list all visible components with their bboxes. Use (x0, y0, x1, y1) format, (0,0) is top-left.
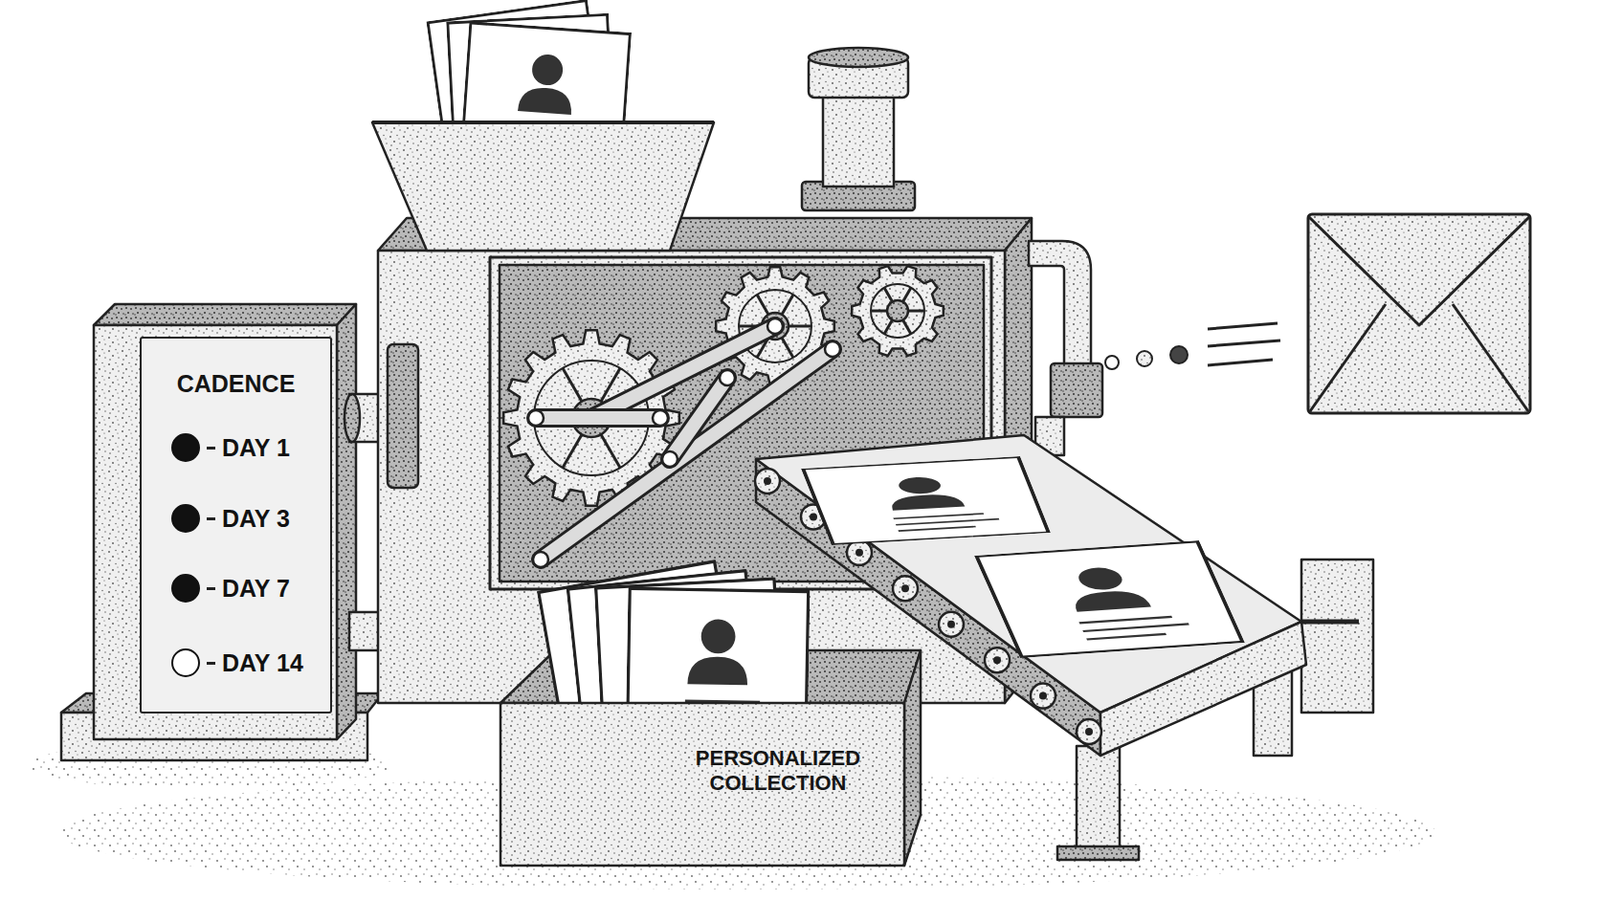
conveyor-rollers (1085, 728, 1093, 736)
conveyor-rollers (984, 647, 1010, 673)
exhaust-stack (822, 90, 894, 187)
linkage-arm (652, 410, 668, 426)
timeline-dot (171, 648, 200, 678)
conveyor-rollers (1076, 719, 1102, 745)
conveyor-rollers (1039, 692, 1047, 701)
linkage-arm (535, 408, 661, 428)
linkage-arm (662, 370, 735, 467)
input-hopper (372, 122, 714, 251)
cadence-step: DAY 14 (171, 648, 304, 678)
cadence-panel: DAY 1 DAY 3 DAY 7 DAY 14 CADENCE (139, 336, 333, 714)
conveyor-cards (977, 541, 1244, 658)
conveyor-rollers (755, 468, 780, 494)
linkage-arm (767, 318, 783, 334)
output-pipe (1028, 241, 1091, 369)
cadence-housing (93, 304, 356, 326)
conveyor-rollers (892, 576, 918, 601)
sent-email (1308, 214, 1531, 414)
conveyor-rollers (1030, 684, 1056, 710)
sent-email (1452, 304, 1529, 412)
linkage-arm (528, 410, 544, 426)
conveyor-belt (1301, 559, 1374, 713)
linkage-arm (669, 377, 728, 460)
conveyor-rollers (993, 656, 1001, 665)
drive-shafts (344, 394, 360, 443)
conveyor-rollers (763, 477, 772, 486)
input-hopper (372, 120, 714, 125)
conveyor-rollers (809, 512, 818, 521)
linkage-arm (669, 377, 728, 460)
motion-trail (1207, 323, 1278, 330)
gear (870, 284, 925, 338)
exhaust-stack (801, 47, 915, 211)
panel-title: CADENCE (141, 369, 331, 399)
cadence-housing (61, 304, 383, 761)
motion-trail (1136, 351, 1153, 367)
linkage-arm (528, 410, 668, 426)
linkage-arm (824, 341, 841, 357)
output-pipe (1050, 363, 1103, 418)
linkage-arm (533, 552, 549, 568)
motion-trail (1105, 323, 1281, 370)
timeline-dot (171, 433, 200, 463)
cadence-step: DAY 7 (171, 574, 290, 603)
gear (851, 266, 944, 356)
linkage-arm (535, 411, 661, 425)
step-label: DAY 7 (222, 574, 290, 603)
conveyor-cards (977, 541, 1244, 658)
sent-email (1308, 214, 1531, 414)
linkage-arm (540, 349, 833, 560)
collection-box (500, 703, 905, 867)
box-label: PERSONALIZED COLLECTION (662, 746, 894, 798)
motion-trail (1170, 346, 1188, 364)
collection-box (904, 650, 921, 867)
conveyor-cards (802, 457, 1048, 545)
conveyor-cards (802, 457, 1243, 658)
sent-email (1310, 304, 1386, 412)
cadence-step: DAY 3 (171, 504, 290, 534)
gear (887, 300, 909, 322)
conveyor-rollers (947, 621, 956, 629)
gear (738, 289, 812, 363)
cadence-step: DAY 1 (171, 433, 290, 463)
motion-trail (1105, 355, 1119, 370)
motion-trail (1207, 359, 1273, 366)
step-label: DAY 14 (222, 648, 304, 678)
timeline-dot (171, 504, 200, 534)
conveyor-belt (1301, 620, 1359, 625)
step-label: DAY 1 (222, 433, 290, 463)
motion-trail (1207, 340, 1281, 347)
conveyor-belt (1076, 746, 1120, 857)
timeline-dot (171, 574, 200, 603)
conveyor-rollers (855, 549, 864, 557)
sent-email (1308, 216, 1531, 326)
gear (851, 266, 944, 356)
timeline-tick (206, 662, 216, 666)
conveyor-cards (802, 457, 1048, 545)
input-hopper (372, 122, 714, 251)
machine-body (387, 344, 419, 489)
collection-box-label: PERSONALIZED COLLECTION (662, 746, 894, 798)
conveyor-rollers (938, 612, 964, 638)
conveyor-belt (1057, 846, 1139, 861)
timeline-tick (206, 587, 216, 591)
output-pipe (1028, 241, 1103, 456)
collection-box (500, 561, 921, 867)
cadence-housing (336, 304, 356, 740)
cadence-housing (93, 325, 337, 740)
linkage-arm (533, 341, 841, 568)
step-label: DAY 3 (222, 504, 290, 534)
linkage-arm (719, 370, 735, 386)
conveyor-rollers (901, 584, 910, 593)
timeline-tick (206, 517, 216, 521)
linkage-arm (662, 451, 678, 467)
timeline-tick (206, 446, 216, 450)
linkage-arm (540, 349, 833, 560)
exhaust-stack (808, 47, 909, 67)
